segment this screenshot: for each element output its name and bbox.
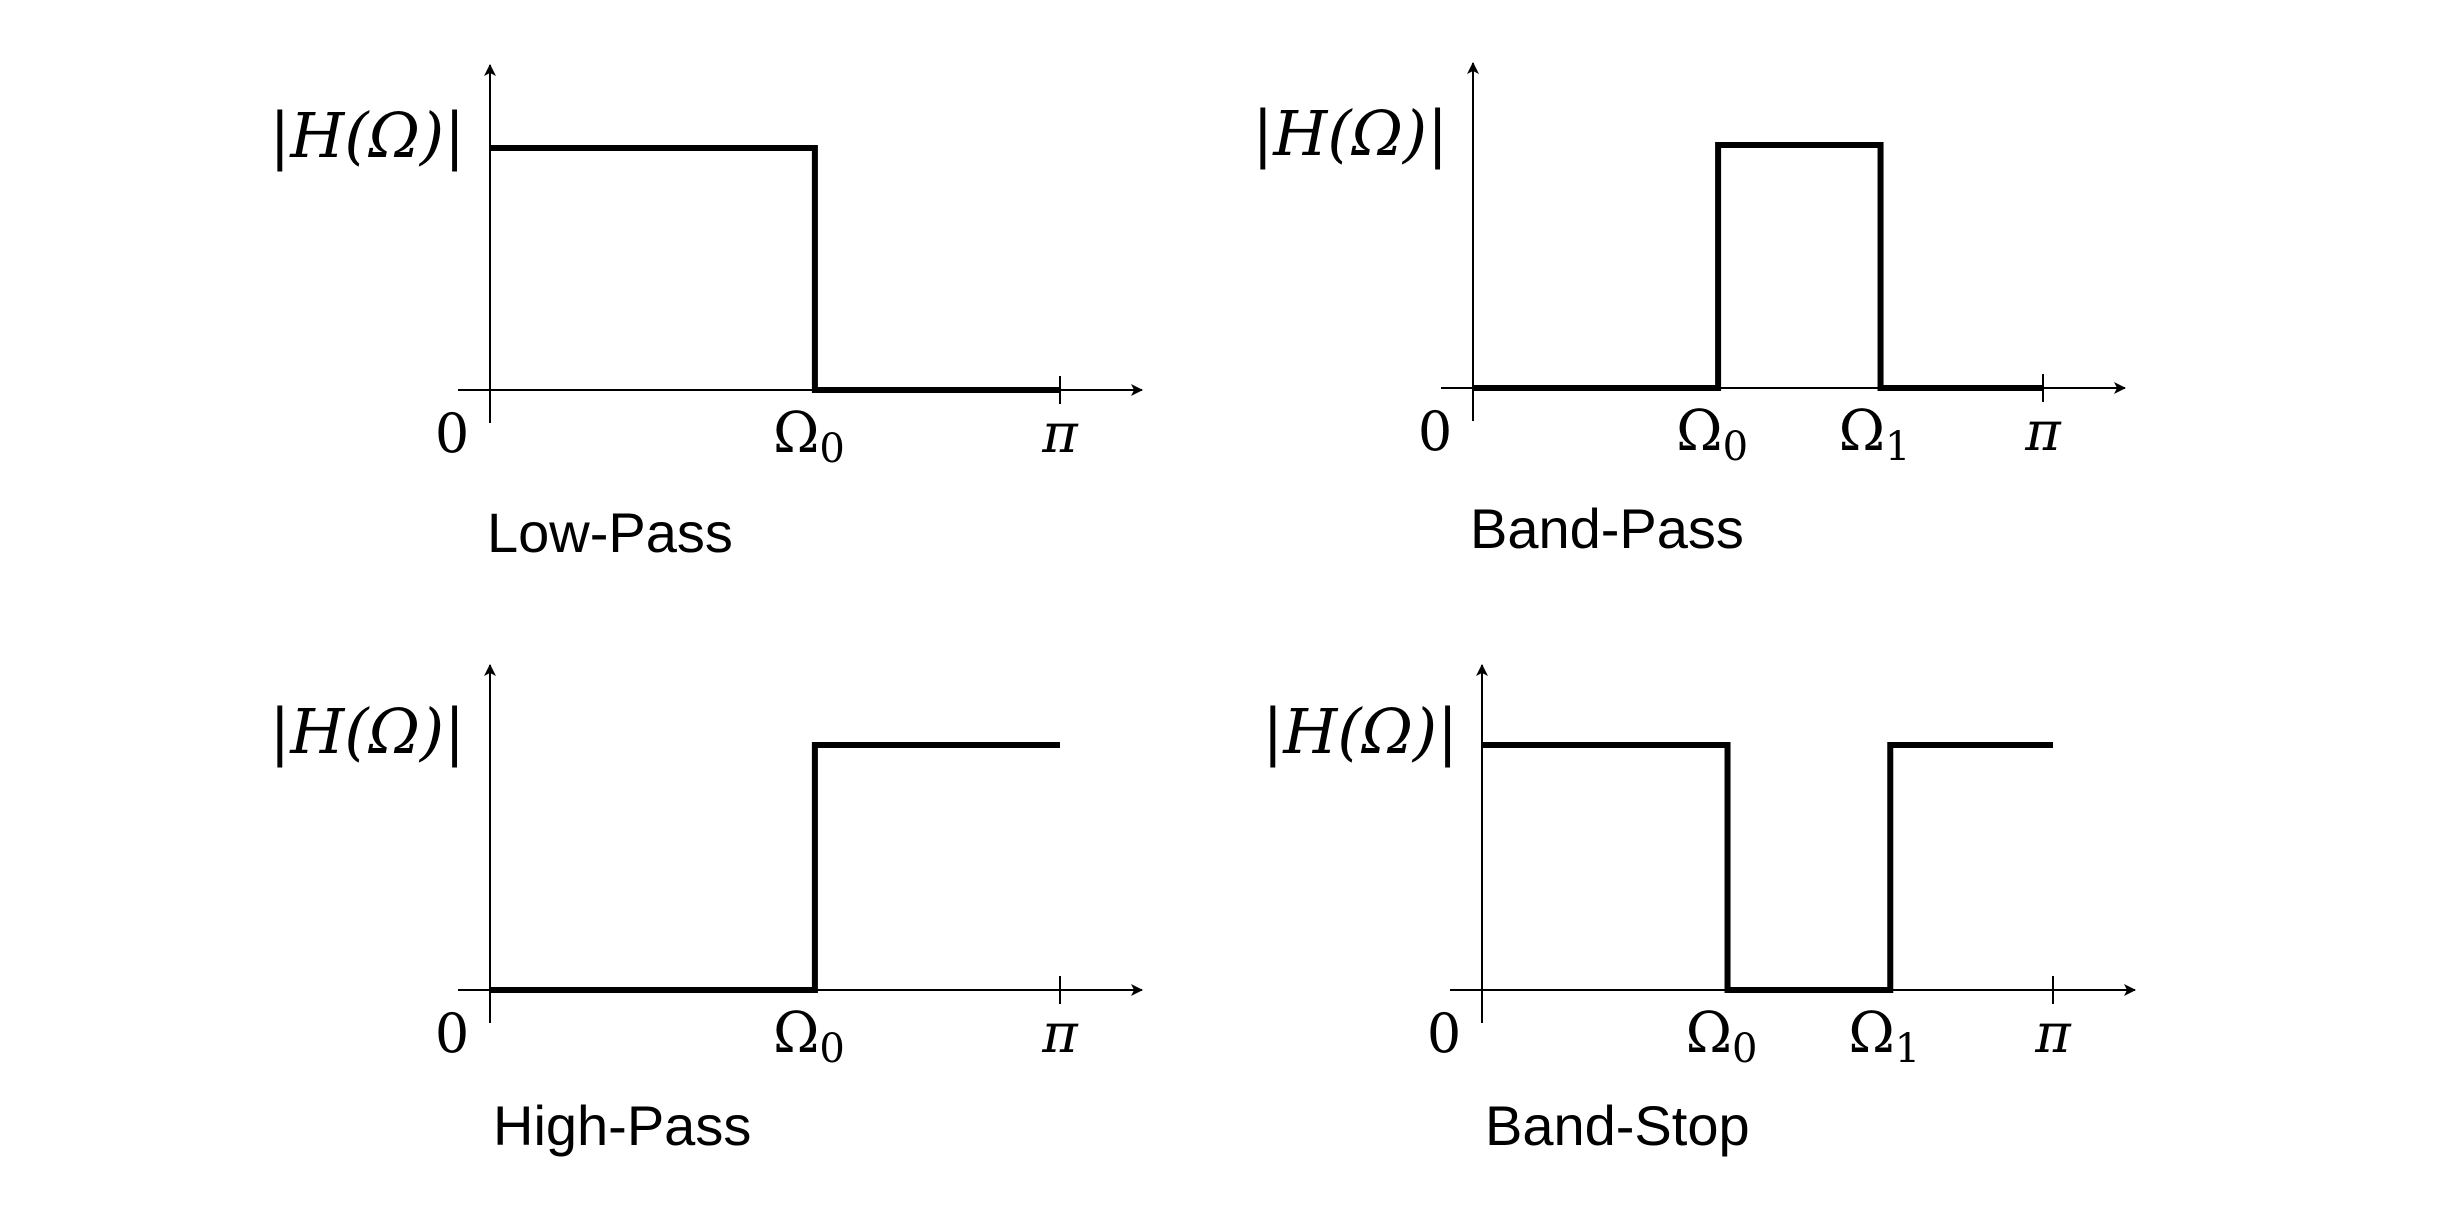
cutoff-symbol: Ω bbox=[1848, 1001, 1894, 1066]
cutoff-subscript: 1 bbox=[1885, 424, 1910, 470]
cutoff-symbol: Ω bbox=[1676, 399, 1722, 464]
magnitude-axis-label: |H(Ω)| bbox=[269, 695, 465, 768]
cutoff-frequency-label-0: Ω0 bbox=[1676, 399, 1748, 470]
high-pass-caption: High-Pass bbox=[493, 1094, 751, 1157]
cutoff-subscript: 1 bbox=[1895, 1026, 1920, 1072]
cutoff-subscript: 0 bbox=[1732, 1026, 1757, 1072]
pi-label: π bbox=[2024, 400, 2062, 463]
band-stop-caption: Band-Stop bbox=[1485, 1094, 1750, 1157]
cutoff-subscript: 0 bbox=[819, 426, 844, 472]
cutoff-frequency-label-0: Ω0 bbox=[773, 1001, 845, 1072]
origin-label: 0 bbox=[435, 1002, 469, 1065]
magnitude-response-curve bbox=[1473, 142, 2043, 391]
magnitude-axis-label: |H(Ω)| bbox=[1262, 695, 1458, 768]
pi-label: π bbox=[2034, 1002, 2072, 1065]
cutoff-frequency-label-1: Ω1 bbox=[1839, 399, 1911, 470]
cutoff-subscript: 0 bbox=[819, 1026, 844, 1072]
cutoff-symbol: Ω bbox=[1686, 1001, 1732, 1066]
cutoff-frequency-label-0: Ω0 bbox=[773, 401, 845, 472]
cutoff-subscript: 0 bbox=[1723, 424, 1748, 470]
origin-label: 0 bbox=[1418, 400, 1452, 463]
cutoff-frequency-label-0: Ω0 bbox=[1686, 1001, 1758, 1072]
low-pass-caption: Low-Pass bbox=[487, 501, 733, 564]
origin-label: 0 bbox=[1427, 1002, 1461, 1065]
cutoff-symbol: Ω bbox=[773, 401, 819, 466]
pi-label: π bbox=[1041, 402, 1079, 465]
cutoff-symbol: Ω bbox=[773, 1001, 819, 1066]
magnitude-response-curve bbox=[490, 145, 1060, 393]
magnitude-response-curve bbox=[490, 742, 1060, 993]
magnitude-response-curve bbox=[1482, 742, 2053, 993]
magnitude-axis-label: |H(Ω)| bbox=[1252, 97, 1448, 170]
origin-label: 0 bbox=[435, 402, 469, 465]
pi-label: π bbox=[1041, 1002, 1079, 1065]
magnitude-axis-label: |H(Ω)| bbox=[269, 99, 465, 172]
cutoff-symbol: Ω bbox=[1839, 399, 1885, 464]
cutoff-frequency-label-1: Ω1 bbox=[1848, 1001, 1920, 1072]
band-pass-caption: Band-Pass bbox=[1470, 497, 1744, 560]
